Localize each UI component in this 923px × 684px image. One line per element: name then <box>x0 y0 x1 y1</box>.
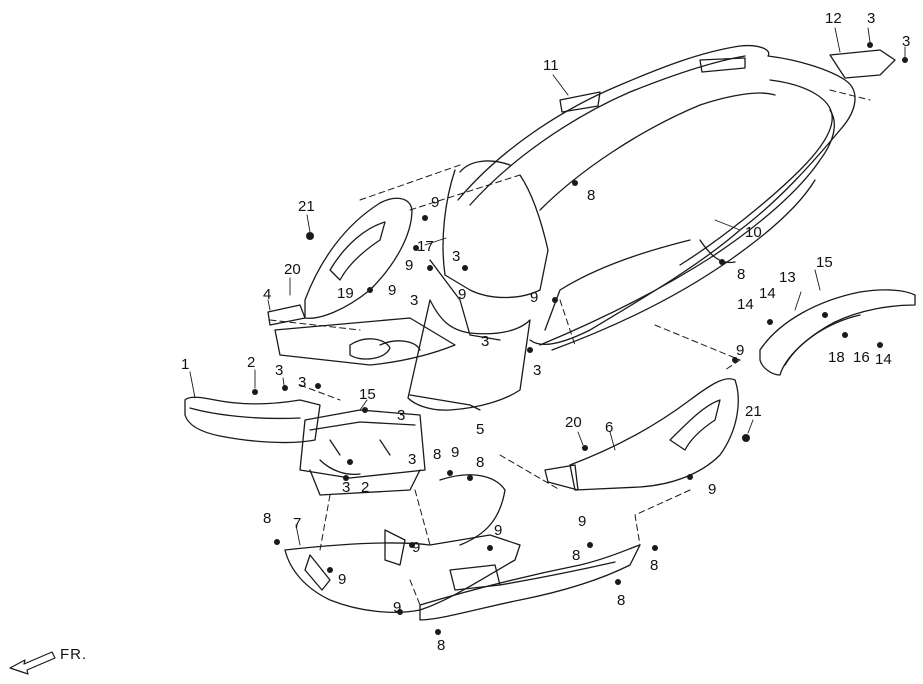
part-19-left-grip-cover <box>267 197 413 326</box>
part-1-front-lower-cover <box>184 396 321 444</box>
callout-3: 3 <box>867 10 876 27</box>
callout-3: 3 <box>275 362 284 379</box>
callout-3: 3 <box>410 292 419 309</box>
callout-13: 13 <box>779 269 796 286</box>
callout-3: 3 <box>481 333 490 350</box>
callout-2: 2 <box>361 479 370 496</box>
callout-8: 8 <box>433 446 442 463</box>
callout-1: 1 <box>181 356 190 373</box>
callout-12: 12 <box>825 10 842 27</box>
callout-4: 4 <box>263 286 272 303</box>
callout-9: 9 <box>578 513 587 530</box>
part-10-side-cover <box>539 109 835 351</box>
callout-9: 9 <box>405 257 414 274</box>
leader-lines <box>189 27 906 546</box>
callout-3: 3 <box>452 248 461 265</box>
callout-11: 11 <box>543 57 559 74</box>
callout-8: 8 <box>476 454 485 471</box>
callout-9: 9 <box>458 286 467 303</box>
callout-3: 3 <box>533 362 542 379</box>
callout-9: 9 <box>388 282 397 299</box>
callout-16: 16 <box>853 349 870 366</box>
part-12-rear-tip <box>829 49 896 79</box>
callout-15: 15 <box>359 386 376 403</box>
callout-3: 3 <box>397 407 406 424</box>
part-13-rear-fender <box>759 289 916 376</box>
callout-3: 3 <box>342 479 351 496</box>
callout-8: 8 <box>437 637 446 654</box>
assembly-lines <box>269 89 871 606</box>
callout-8: 8 <box>263 510 272 527</box>
front-direction-arrow <box>9 651 56 675</box>
callout-21: 21 <box>298 198 315 215</box>
part-7-floor-panel <box>284 474 521 613</box>
callout-9: 9 <box>412 539 421 556</box>
callout-9: 9 <box>431 194 440 211</box>
front-direction-label: FR. <box>60 646 88 663</box>
part-6-right-grip-cover <box>544 378 739 491</box>
callout-7: 7 <box>293 515 302 532</box>
callout-3: 3 <box>902 33 911 50</box>
callout-14: 14 <box>759 285 776 302</box>
callout-9: 9 <box>338 571 347 588</box>
fasteners <box>252 42 908 635</box>
part-17-center-cover <box>429 160 549 341</box>
callout-3: 3 <box>298 374 307 391</box>
callout-14: 14 <box>875 351 892 368</box>
callout-19: 19 <box>337 285 354 302</box>
callout-3: 3 <box>408 451 417 468</box>
callout-9: 9 <box>708 481 717 498</box>
part-19-decal <box>274 317 456 366</box>
callout-9: 9 <box>530 289 539 306</box>
callout-20: 20 <box>565 414 582 431</box>
callout-15: 15 <box>816 254 833 271</box>
callout-10: 10 <box>745 224 762 241</box>
callout-8: 8 <box>587 187 596 204</box>
callout-17: 17 <box>417 238 434 255</box>
callout-9: 9 <box>451 444 460 461</box>
callout-8: 8 <box>617 592 626 609</box>
callout-14: 14 <box>737 296 754 313</box>
callout-9: 9 <box>736 342 745 359</box>
callout-5: 5 <box>476 421 485 438</box>
callout-2: 2 <box>247 354 256 371</box>
part-11-rear-body-cover <box>457 44 856 345</box>
callout-8: 8 <box>572 547 581 564</box>
callout-20: 20 <box>284 261 301 278</box>
callout-21: 21 <box>745 403 762 420</box>
callout-18: 18 <box>828 349 845 366</box>
callout-9: 9 <box>393 599 402 616</box>
callout-8: 8 <box>650 557 659 574</box>
callout-6: 6 <box>605 419 614 436</box>
callout-9: 9 <box>494 522 503 539</box>
part-5-center-lower-cover <box>407 299 531 411</box>
callout-8: 8 <box>737 266 746 283</box>
part-lower-step-cover <box>419 544 641 621</box>
